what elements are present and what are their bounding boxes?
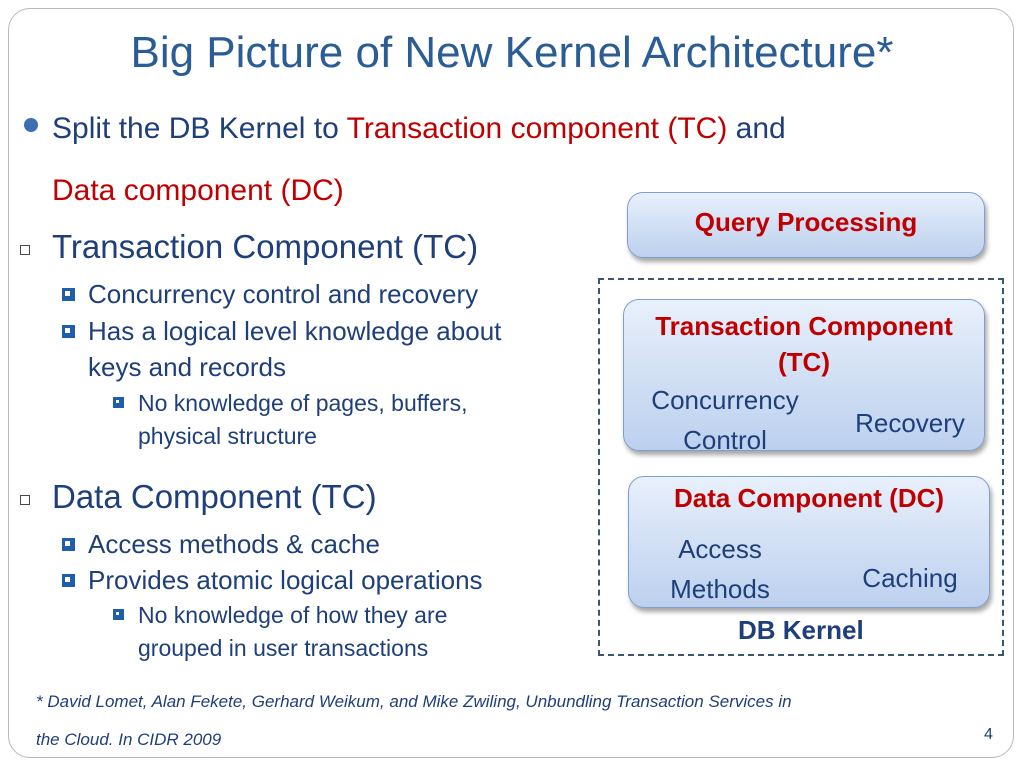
access-methods-label: Access Methods xyxy=(635,529,805,609)
dc-bullet-1: Access methods & cache xyxy=(88,529,380,559)
tc-sub-line-1: No knowledge of pages, buffers, xyxy=(138,390,468,416)
dc-heading: Data Component (TC) xyxy=(52,478,377,515)
recovery-label: Recovery xyxy=(855,408,965,438)
tc-bullet-1: Concurrency control and recovery xyxy=(88,279,479,309)
intro-and: and xyxy=(727,112,786,145)
dc-sub-line-2: grouped in user transactions xyxy=(138,635,429,661)
query-processing-box: Query Processing xyxy=(627,192,985,258)
tc-box-title-line-2: (TC) xyxy=(778,347,830,377)
dc-bullet-2: Provides atomic logical operations xyxy=(88,565,483,595)
intro-line-1: Split the DB Kernel to Transaction compo… xyxy=(52,108,786,150)
filled-square-bullet-icon xyxy=(113,609,124,620)
db-kernel-boundary xyxy=(598,278,1004,656)
query-processing-label: Query Processing xyxy=(694,207,918,237)
intro-prefix: Split the DB Kernel to xyxy=(52,112,347,145)
round-bullet-icon xyxy=(24,118,38,132)
tc-box-title: Transaction Component (TC) xyxy=(624,308,984,380)
dc-box-title: Data Component (DC) xyxy=(673,483,945,513)
dc-sub-line-1: No knowledge of how they are xyxy=(138,602,448,628)
citation-line-1: * David Lomet, Alan Fekete, Gerhard Weik… xyxy=(36,692,792,711)
filled-square-bullet-icon xyxy=(62,538,75,551)
intro-tc: Transaction component (TC) xyxy=(346,112,728,145)
tc-sub-line-2: physical structure xyxy=(138,423,317,449)
filled-square-bullet-icon xyxy=(62,574,75,587)
tc-bullet-2-line-2: keys and records xyxy=(88,352,286,382)
concurrency-line: Concurrency xyxy=(651,385,799,415)
tc-heading: Transaction Component (TC) xyxy=(52,228,479,265)
citation-line-2: the Cloud. In CIDR 2009 xyxy=(36,730,222,749)
access-line: Access xyxy=(678,534,762,564)
slide-title: Big Picture of New Kernel Architecture* xyxy=(130,28,894,77)
tc-box-title-line-1: Transaction Component xyxy=(655,311,953,341)
methods-line: Methods xyxy=(670,574,770,604)
dc-box: Data Component (DC) Access Methods Cachi… xyxy=(628,476,990,608)
page-number: 4 xyxy=(984,726,993,743)
tc-bullet-2-line-1: Has a logical level knowledge about xyxy=(88,316,502,346)
square-bullet-icon xyxy=(20,495,30,505)
square-bullet-icon xyxy=(20,245,30,255)
caching-label: Caching xyxy=(862,563,958,593)
filled-square-bullet-icon xyxy=(62,288,75,301)
db-kernel-label: DB Kernel xyxy=(738,615,864,645)
filled-square-bullet-icon xyxy=(113,397,124,408)
concurrency-control-label: Concurrency Control xyxy=(630,380,820,460)
intro-dc: Data component (DC) xyxy=(52,174,344,207)
tc-box: Transaction Component (TC) Concurrency C… xyxy=(623,299,985,455)
control-line: Control xyxy=(683,425,767,455)
filled-square-bullet-icon xyxy=(62,325,75,338)
